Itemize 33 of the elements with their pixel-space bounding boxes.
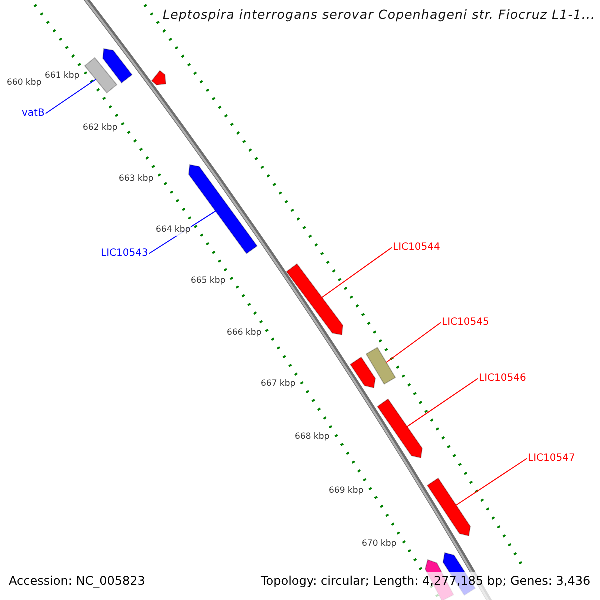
footer-text: Topology: circular; Length: 4,277,185 bp; Genes: 3,436 — [261, 575, 591, 589]
gene-feature — [377, 398, 423, 459]
gene-feature — [84, 57, 118, 94]
scale-label: 662 kbp — [83, 124, 118, 134]
footer-text: Accession: NC_005823 — [9, 575, 146, 589]
gene-label: LIC10544 — [393, 242, 440, 254]
leader-line — [456, 458, 528, 506]
scale-label: 666 kbp — [227, 329, 262, 339]
scale-label: 663 kbp — [119, 175, 154, 185]
leader-line — [406, 378, 478, 428]
gene-label: LIC10547 — [528, 453, 576, 464]
scale-label: 661 kbp — [45, 72, 80, 82]
gene-label: vatB — [22, 108, 45, 120]
diagram-title: Leptospira interrogans serovar Copenhageni str. Fiocruz L1-1... — [163, 8, 596, 22]
scale-label: 668 kbp — [295, 433, 330, 443]
gene-feature — [151, 70, 167, 86]
scale-label: 670 kbp — [362, 540, 397, 550]
scale-label: 664 kbp — [156, 226, 191, 236]
leader-line — [386, 322, 442, 364]
gene-label: LIC10545 — [442, 317, 490, 328]
scale-label: 667 kbp — [261, 380, 296, 390]
gene-feature — [102, 48, 133, 84]
gene-feature — [350, 356, 376, 389]
scale-label: 669 kbp — [329, 487, 364, 497]
gene-label: LIC10546 — [479, 373, 526, 384]
gene-feature — [366, 347, 396, 385]
scale-label: 665 kbp — [191, 277, 226, 287]
scale-label: 660 kbp — [7, 79, 42, 89]
leader-line — [45, 79, 96, 114]
gene-label: LIC10543 — [101, 248, 148, 260]
gene-feature — [426, 478, 472, 537]
leader-line — [322, 247, 392, 298]
gene-feature — [286, 263, 344, 336]
